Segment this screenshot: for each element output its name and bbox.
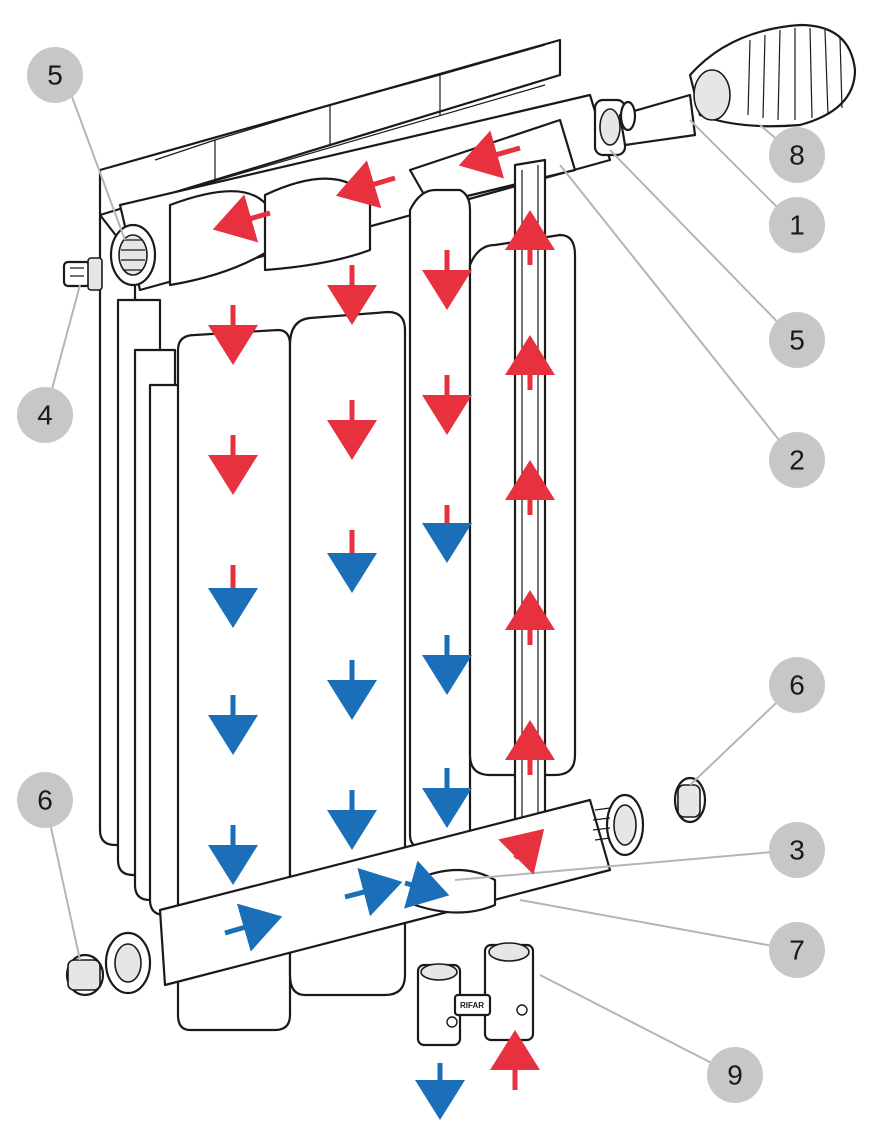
svg-text:6: 6	[37, 785, 53, 816]
valve-brand-label: RIFAR	[460, 1001, 484, 1010]
callout-3: 3	[769, 822, 825, 878]
hot-arrow	[335, 160, 396, 209]
callout-4: 4	[17, 387, 73, 443]
svg-text:4: 4	[37, 400, 53, 431]
callout-1: 1	[769, 197, 825, 253]
bottom-right-port	[592, 793, 645, 857]
flow-arrows-hot	[208, 130, 555, 1090]
svg-text:7: 7	[789, 935, 805, 966]
air-vent-icon	[62, 257, 103, 291]
svg-text:3: 3	[789, 835, 805, 866]
hot-arrow	[212, 194, 271, 243]
callout-7: 7	[769, 922, 825, 978]
callout-8: 8	[769, 127, 825, 183]
thermostatic-head-icon	[688, 23, 857, 128]
svg-text:5: 5	[789, 325, 805, 356]
leader-lines	[44, 77, 796, 1076]
cold-arrow	[403, 860, 450, 909]
flow-arrows-cold	[208, 523, 472, 1120]
svg-text:6: 6	[789, 670, 805, 701]
bottom-valve-unit-icon: RIFAR	[416, 942, 535, 1047]
end-cap-left-icon	[65, 953, 105, 997]
svg-text:8: 8	[789, 140, 805, 171]
svg-text:2: 2	[789, 445, 805, 476]
hot-arrow	[458, 130, 521, 179]
bottom-left-port	[104, 931, 152, 995]
thermostatic-valve	[593, 93, 697, 157]
callout-2: 2	[769, 432, 825, 488]
svg-text:5: 5	[47, 60, 63, 91]
top-left-inlet-port	[109, 223, 157, 287]
cold-arrow	[224, 903, 283, 952]
callout-6-left: 6	[17, 772, 73, 828]
callout-5-top-left: 5	[27, 47, 83, 103]
radiator-top-ribs	[98, 38, 562, 217]
hot-arrow	[498, 828, 545, 875]
callout-6-right: 6	[769, 657, 825, 713]
svg-text:1: 1	[789, 210, 805, 241]
svg-text:9: 9	[727, 1060, 743, 1091]
end-cap-right-icon	[673, 776, 707, 824]
callout-5-right: 5	[769, 312, 825, 368]
callout-9: 9	[707, 1047, 763, 1103]
cold-arrow	[344, 867, 403, 917]
radiator-back-sections	[98, 213, 182, 917]
